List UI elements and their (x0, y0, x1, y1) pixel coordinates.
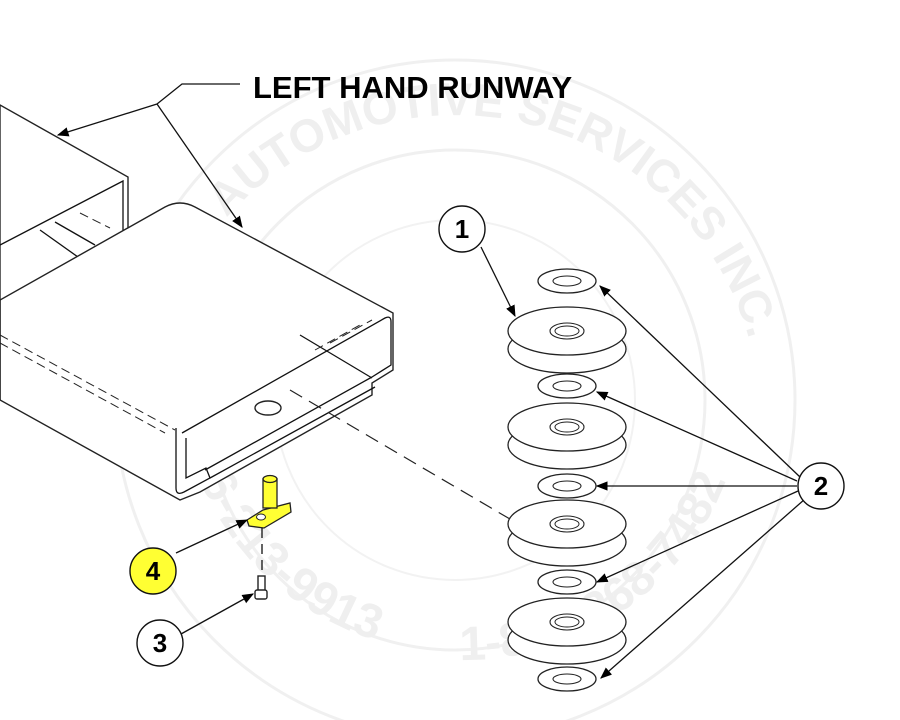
sheave-stack (507, 268, 627, 692)
washer-5-hole (552, 673, 582, 685)
washer-2-hole (552, 380, 582, 392)
runway-pin-hole (254, 400, 282, 416)
callout-2-label: 2 (814, 471, 828, 501)
callout-leaders (175, 246, 806, 679)
part-4-pin-bracket (246, 474, 292, 572)
title-leader (56, 83, 243, 228)
callout-4[interactable]: 4 (129, 547, 177, 595)
callout-1-circle (438, 205, 486, 253)
callout-2-circle (797, 462, 845, 510)
runway-front (0, 202, 516, 523)
callout-3-circle (136, 619, 184, 667)
watermark-phone-left: 6-213-9913 (190, 462, 390, 651)
washer-4-hole (552, 576, 582, 588)
callout-3-label: 3 (153, 628, 167, 658)
callout-4-circle (129, 547, 177, 595)
washer-1-hole (552, 275, 582, 287)
sheave-2-bore (554, 421, 580, 433)
callout-4-label: 4 (146, 556, 161, 586)
callout-1-label: 1 (455, 214, 469, 244)
callout-3[interactable]: 3 (136, 619, 184, 667)
callout-2[interactable]: 2 (797, 462, 845, 510)
sheave-3-bore (554, 518, 580, 530)
sheave-1-bore (554, 325, 580, 337)
sheave-4-bore (554, 616, 580, 628)
diagram-title: LEFT HAND RUNWAY (253, 70, 573, 105)
washer-3-hole (552, 480, 582, 492)
part-3-cap-screw (254, 575, 268, 600)
callout-1[interactable]: 1 (438, 205, 486, 253)
